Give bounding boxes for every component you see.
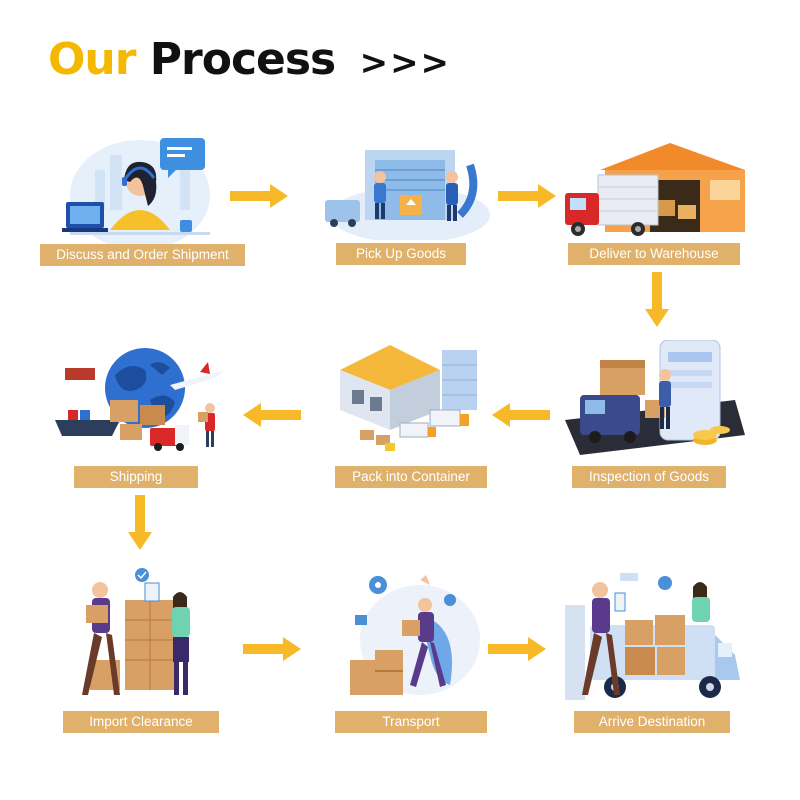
title-chevrons: >>>	[359, 43, 452, 83]
arrow-down-1	[645, 272, 669, 327]
title-word-our: Our	[48, 34, 136, 85]
step-label: Transport	[335, 711, 487, 733]
arrow-down-2	[128, 495, 152, 550]
step-deliver-warehouse: Deliver to Warehouse	[560, 135, 750, 270]
step-pick-up: Pick Up Goods	[320, 125, 490, 270]
arrow-right-4	[488, 637, 546, 661]
pickup-warehouse-icon	[325, 150, 490, 240]
transport-icon	[350, 575, 480, 695]
step-arrive-destination: Arrive Destination	[560, 565, 750, 735]
step-label: Pick Up Goods	[336, 243, 466, 265]
clearance-icon	[82, 568, 190, 695]
globe-shipping-icon	[55, 348, 225, 451]
step-label: Arrive Destination	[574, 711, 730, 733]
step-label: Inspection of Goods	[572, 466, 726, 488]
step-label: Deliver to Warehouse	[568, 243, 740, 265]
arrow-right-2	[498, 184, 556, 208]
delivery-van-icon	[565, 573, 740, 700]
step-import-clearance: Import Clearance	[60, 565, 225, 735]
truck-warehouse-icon	[565, 143, 745, 236]
customer-service-icon	[62, 138, 210, 245]
step-label: Import Clearance	[63, 711, 219, 733]
arrow-left-2	[243, 403, 301, 427]
title-word-process: Process	[149, 34, 336, 85]
arrow-right-1	[230, 184, 288, 208]
page-title: Our Process >>>	[48, 30, 451, 93]
step-discuss-order: Discuss and Order Shipment	[40, 120, 245, 270]
step-shipping: Shipping	[50, 340, 230, 490]
step-label: Shipping	[74, 466, 198, 488]
step-label: Pack into Container	[335, 466, 487, 488]
arrow-right-3	[243, 637, 301, 661]
step-inspection: Inspection of Goods	[560, 340, 750, 490]
inspection-icon	[565, 340, 745, 455]
step-label: Discuss and Order Shipment	[40, 244, 245, 266]
arrow-left-1	[492, 403, 550, 427]
step-transport: Transport	[330, 565, 490, 735]
container-warehouse-icon	[340, 345, 477, 451]
step-pack-container: Pack into Container	[330, 335, 490, 490]
